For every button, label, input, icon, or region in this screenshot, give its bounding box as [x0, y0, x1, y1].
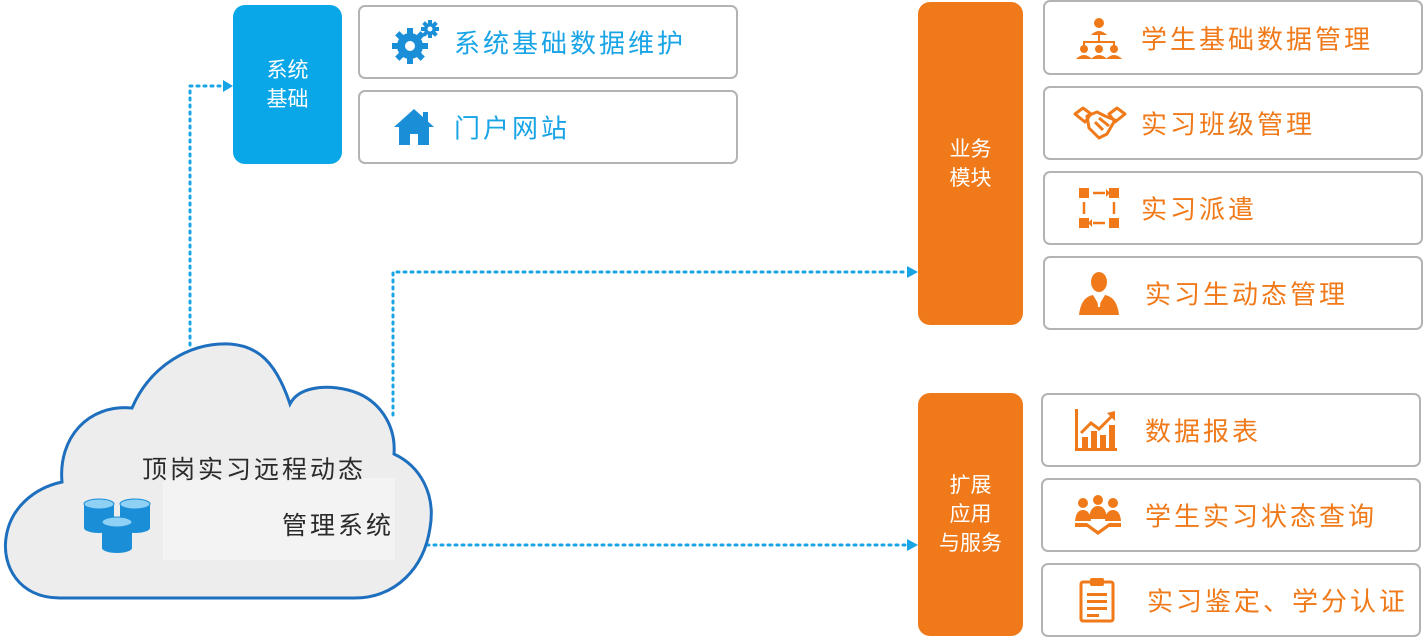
arrow-business [907, 266, 918, 278]
item-intern-dynamic-management[interactable]: 实习生动态管理 [1043, 256, 1423, 330]
clipboard-icon [1079, 578, 1115, 623]
item-label: 实习生动态管理 [1145, 280, 1349, 311]
item-label: 系统基础数据维护 [454, 29, 687, 60]
database-icon [83, 498, 151, 553]
team-icon [1075, 495, 1121, 535]
item-label: 实习鉴定、学分认证 [1147, 587, 1409, 618]
item-internship-class-management[interactable]: 实习班级管理 [1043, 86, 1423, 160]
cloud-system: 顶岗实习远程动态 管理系统 [0, 330, 440, 610]
item-label: 实习派遣 [1141, 195, 1258, 226]
category-extended-services: 扩展 应用 与服务 [918, 393, 1023, 636]
handshake-icon [1073, 106, 1127, 140]
item-data-reports[interactable]: 数据报表 [1041, 393, 1421, 467]
item-internship-appraisal-credits[interactable]: 实习鉴定、学分认证 [1041, 563, 1421, 637]
category-title-line: 基础 [266, 86, 309, 111]
arrow-system-base [223, 80, 233, 92]
category-title-line: 模块 [949, 165, 992, 190]
home-icon [394, 109, 434, 145]
category-title-line: 与服务 [939, 531, 1002, 555]
item-label: 学生实习状态查询 [1145, 502, 1378, 533]
cloud-highlight [163, 478, 395, 560]
dispatch-icon [1079, 188, 1119, 228]
category-title-line: 应用 [949, 502, 992, 526]
gears-icon [392, 20, 439, 64]
item-student-data-management[interactable]: 学生基础数据管理 [1043, 0, 1423, 75]
category-system-base: 系统 基础 [233, 5, 342, 164]
connector-business [391, 270, 910, 417]
cloud-title-line1: 顶岗实习远程动态 [142, 455, 367, 484]
item-label: 门户网站 [454, 114, 571, 145]
arrow-extension [907, 539, 918, 551]
item-system-data-maintenance[interactable]: 系统基础数据维护 [358, 5, 738, 79]
category-business-modules: 业务 模块 [918, 2, 1023, 325]
person-icon [1079, 272, 1119, 315]
category-title-line: 业务 [949, 136, 992, 161]
cloud-title-line2: 管理系统 [282, 511, 395, 540]
category-title-line: 扩展 [949, 473, 992, 497]
connector-system-base [188, 84, 226, 347]
category-title-line: 系统 [266, 57, 309, 82]
item-student-status-query[interactable]: 学生实习状态查询 [1041, 478, 1421, 552]
org-chart-icon [1076, 17, 1122, 59]
bar-chart-icon [1075, 409, 1117, 451]
item-portal-website[interactable]: 门户网站 [358, 90, 738, 164]
item-label: 数据报表 [1145, 417, 1262, 448]
item-label: 学生基础数据管理 [1141, 25, 1374, 55]
item-internship-dispatch[interactable]: 实习派遣 [1043, 171, 1423, 245]
item-label: 实习班级管理 [1141, 110, 1316, 141]
